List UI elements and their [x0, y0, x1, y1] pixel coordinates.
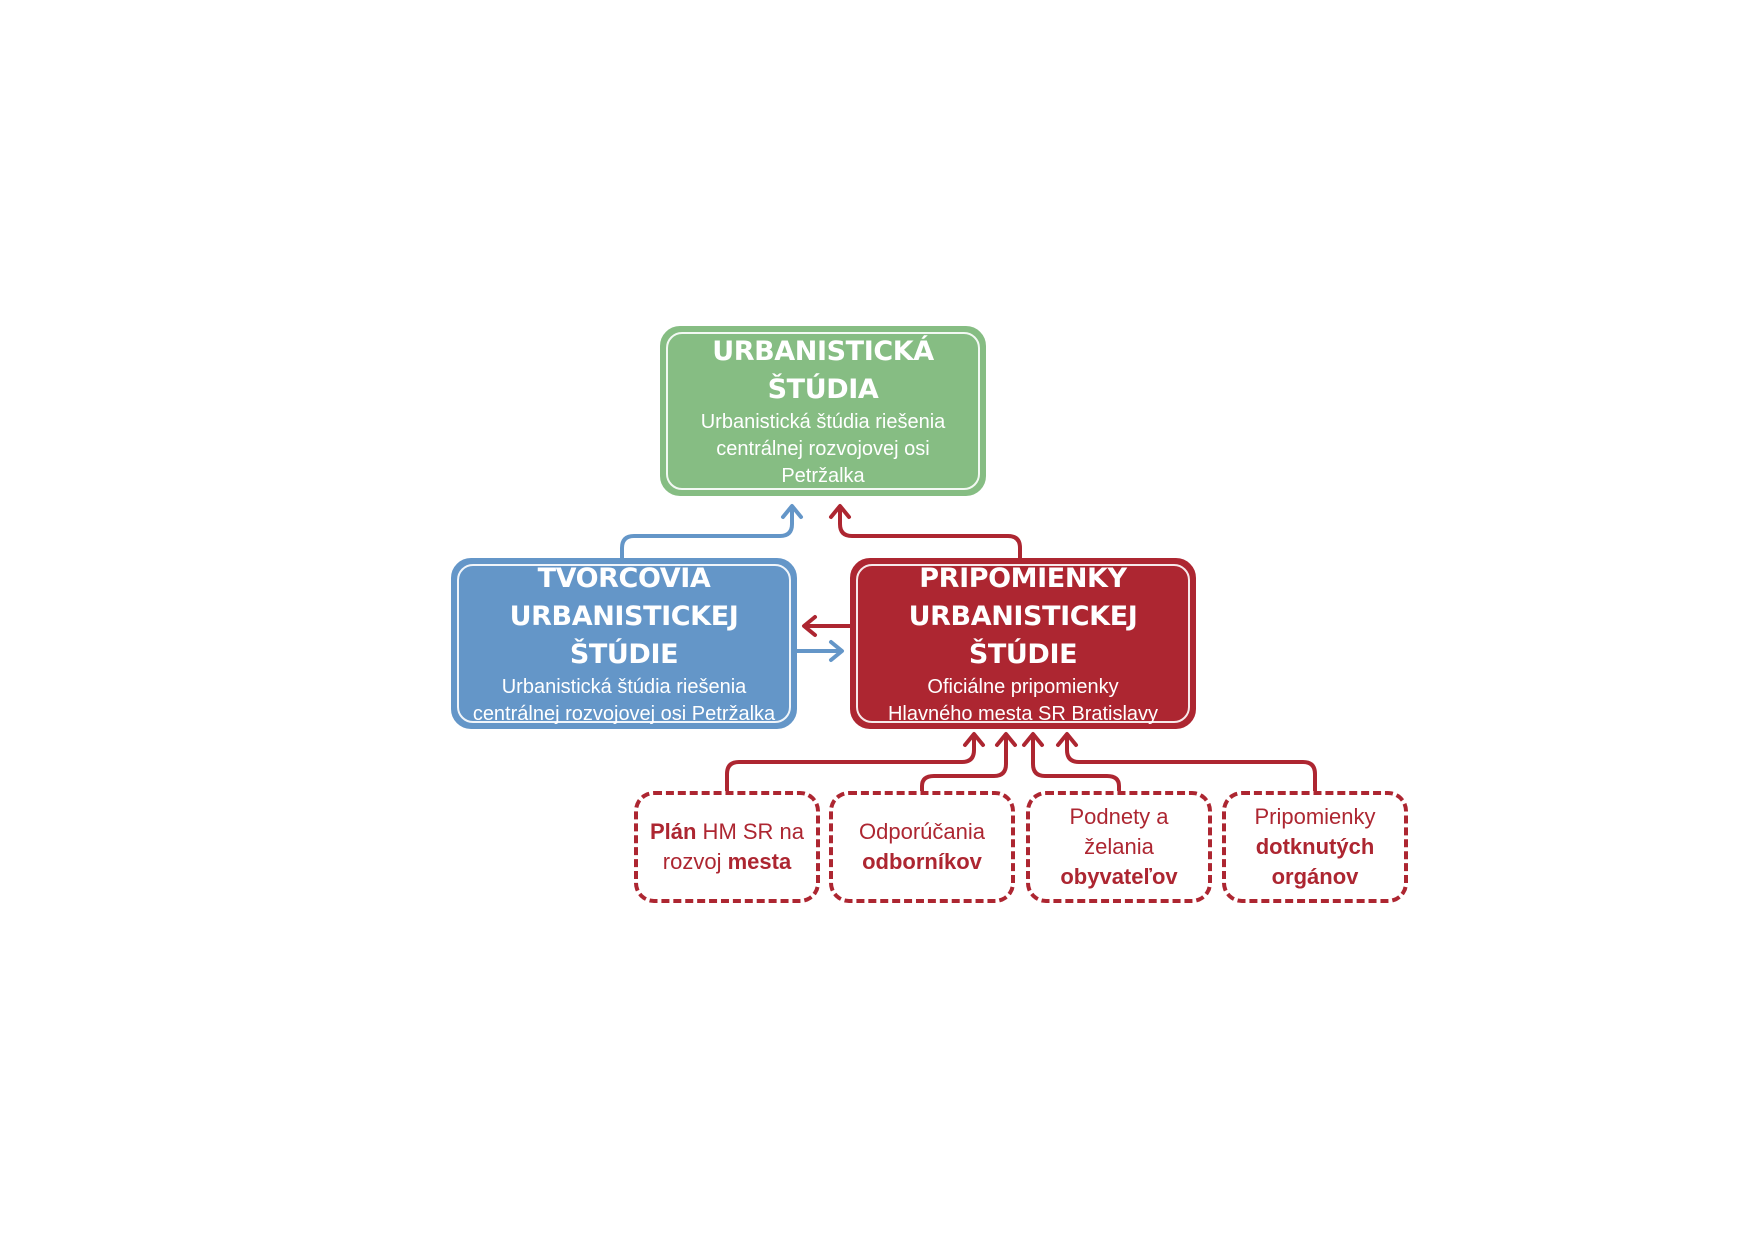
input-residents-bold-3: obyvateľov: [1060, 864, 1178, 889]
comments-to-study-arrowhead: [829, 504, 851, 519]
urban-study-subtitle-line-3: Petržalka: [781, 464, 865, 487]
input-city-plan-bold-1: Plán: [649, 819, 697, 844]
input-authorities-bold-2: dotknutých: [1255, 834, 1375, 859]
input-2-connector: [920, 734, 1008, 795]
urban-study-subtitle-line-2: centrálnej rozvojovej osi: [716, 437, 930, 460]
input-authorities-line-1: Pripomienky: [1254, 804, 1376, 829]
input-residents-line-3: obyvateľov: [1060, 862, 1177, 892]
input-authorities-line-3: orgánov: [1272, 862, 1359, 892]
input-city-plan-line-1: Plán HM SR na: [650, 817, 804, 847]
creators-subtitle-line-2: centrálnej rozvojovej osi Petržalka: [472, 702, 776, 725]
input-4-connector: [1065, 734, 1317, 795]
input-experts-line-1: Odporúčania: [859, 819, 985, 844]
creators-box: TVORCOVIA URBANISTICKEJ ŠTÚDIE Urbanisti…: [451, 558, 797, 729]
input-city-plan-text-2: rozvoj: [662, 849, 728, 874]
input-experts-box: Odporúčania odborníkov: [829, 791, 1015, 903]
input-2-arrowhead: [995, 732, 1017, 747]
comments-to-creators-arrowhead: [802, 615, 817, 637]
input-3-arrowhead: [1022, 732, 1044, 747]
comments-subtitle-line-2: Hlavného mesta SR Bratislavy: [887, 702, 1159, 725]
input-residents-line-1: Podnety a: [1069, 804, 1169, 829]
input-experts-line-2: odborníkov: [862, 847, 982, 877]
creators-subtitle-line-1: Urbanistická štúdia riešenia: [501, 675, 747, 698]
input-city-plan-bold-2: mesta: [727, 849, 792, 874]
creators-title-line-2: URBANISTICKEJ ŠTÚDIE: [509, 600, 739, 670]
comments-to-study-connector: [838, 506, 1022, 560]
creators-to-comments-arrowhead: [829, 640, 844, 662]
creators-title-line-1: TVORCOVIA: [537, 562, 711, 594]
input-authorities-line-2: dotknutých: [1256, 832, 1375, 862]
comments-title-line-2: URBANISTICKEJ ŠTÚDIE: [908, 600, 1138, 670]
input-city-plan-box: Plán HM SR na rozvoj mesta: [634, 791, 820, 903]
urban-study-box: URBANISTICKÁ ŠTÚDIA Urbanistická štúdia …: [660, 326, 986, 496]
comments-title-line-1: PRIPOMIENKY: [919, 562, 1127, 594]
input-3-connector: [1031, 734, 1121, 795]
input-4-arrowhead: [1056, 732, 1078, 747]
creators-to-study-arrowhead: [781, 504, 803, 519]
input-1-arrowhead: [963, 732, 985, 747]
comments-box: PRIPOMIENKY URBANISTICKEJ ŠTÚDIE Oficiál…: [850, 558, 1196, 729]
input-authorities-bold-3: orgánov: [1271, 864, 1359, 889]
input-experts-bold-2: odborníkov: [862, 849, 982, 874]
input-residents-line-2: želania: [1084, 834, 1154, 859]
input-authorities-box: Pripomienky dotknutých orgánov: [1222, 791, 1408, 903]
urban-study-title: URBANISTICKÁ ŠTÚDIA: [712, 335, 934, 405]
input-1-connector: [725, 734, 976, 795]
input-residents-box: Podnety a želania obyvateľov: [1026, 791, 1212, 903]
input-city-plan-line-2: rozvoj mesta: [663, 847, 791, 877]
urban-study-subtitle-line-1: Urbanistická štúdia riešenia: [700, 410, 946, 433]
input-city-plan-text-1: HM SR na: [696, 819, 805, 844]
creators-to-study-connector: [620, 506, 794, 560]
comments-subtitle-line-1: Oficiálne pripomienky: [927, 675, 1119, 698]
